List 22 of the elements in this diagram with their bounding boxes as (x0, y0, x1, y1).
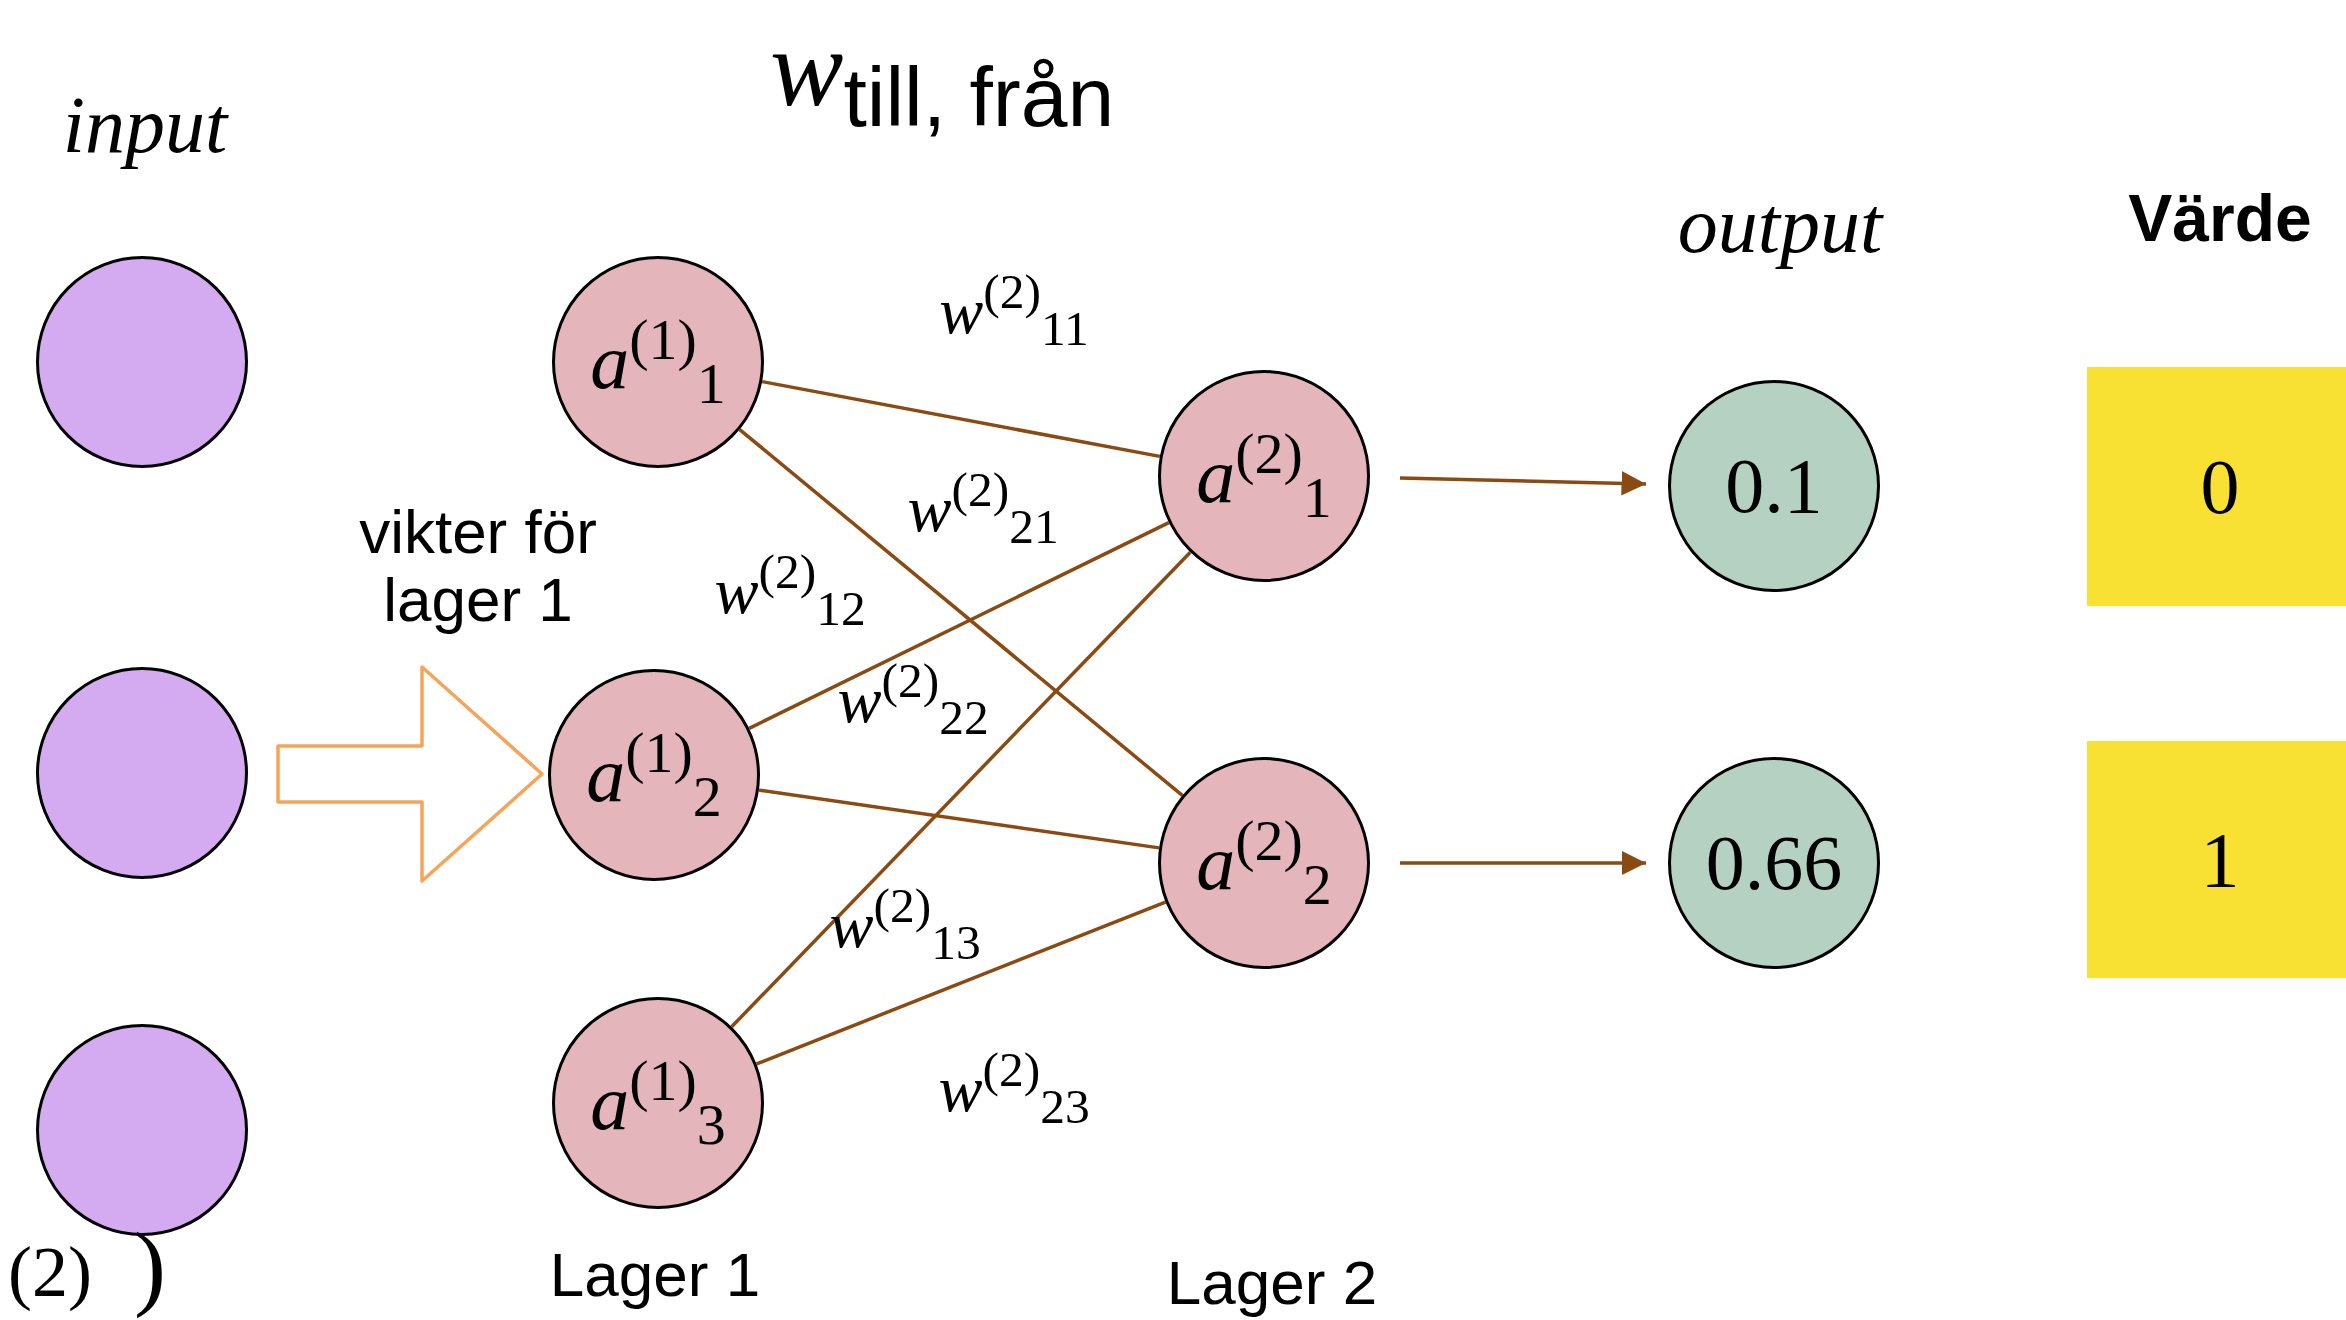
value-box (2087, 367, 2346, 606)
column-heading: input (62, 80, 228, 171)
column-heading: output (1677, 180, 1883, 271)
connection-line (755, 900, 1167, 1066)
value-box (2087, 741, 2346, 978)
title: w$_{till, från}$ (770, 6, 1115, 138)
connection-line (748, 521, 1170, 730)
node-label: 0 (2200, 447, 2240, 526)
arrow (1399, 471, 1647, 496)
layer-label: Lager 1 (549, 1239, 761, 1312)
hollow-arrow (276, 665, 544, 883)
connection-line (730, 551, 1192, 1028)
node-label: 0.1 (1725, 447, 1823, 525)
connection-line (738, 428, 1184, 797)
node-label: 1 (2200, 820, 2240, 899)
connection-line (758, 788, 1160, 850)
parenthesis: ) (134, 1211, 166, 1320)
column-heading: Värde (2128, 179, 2312, 257)
arrow (1400, 850, 1646, 876)
node-label: 0.66 (1705, 824, 1843, 902)
layer-label: Lager 2 (1166, 1247, 1378, 1320)
text-fragment: (2) (8, 1231, 92, 1314)
